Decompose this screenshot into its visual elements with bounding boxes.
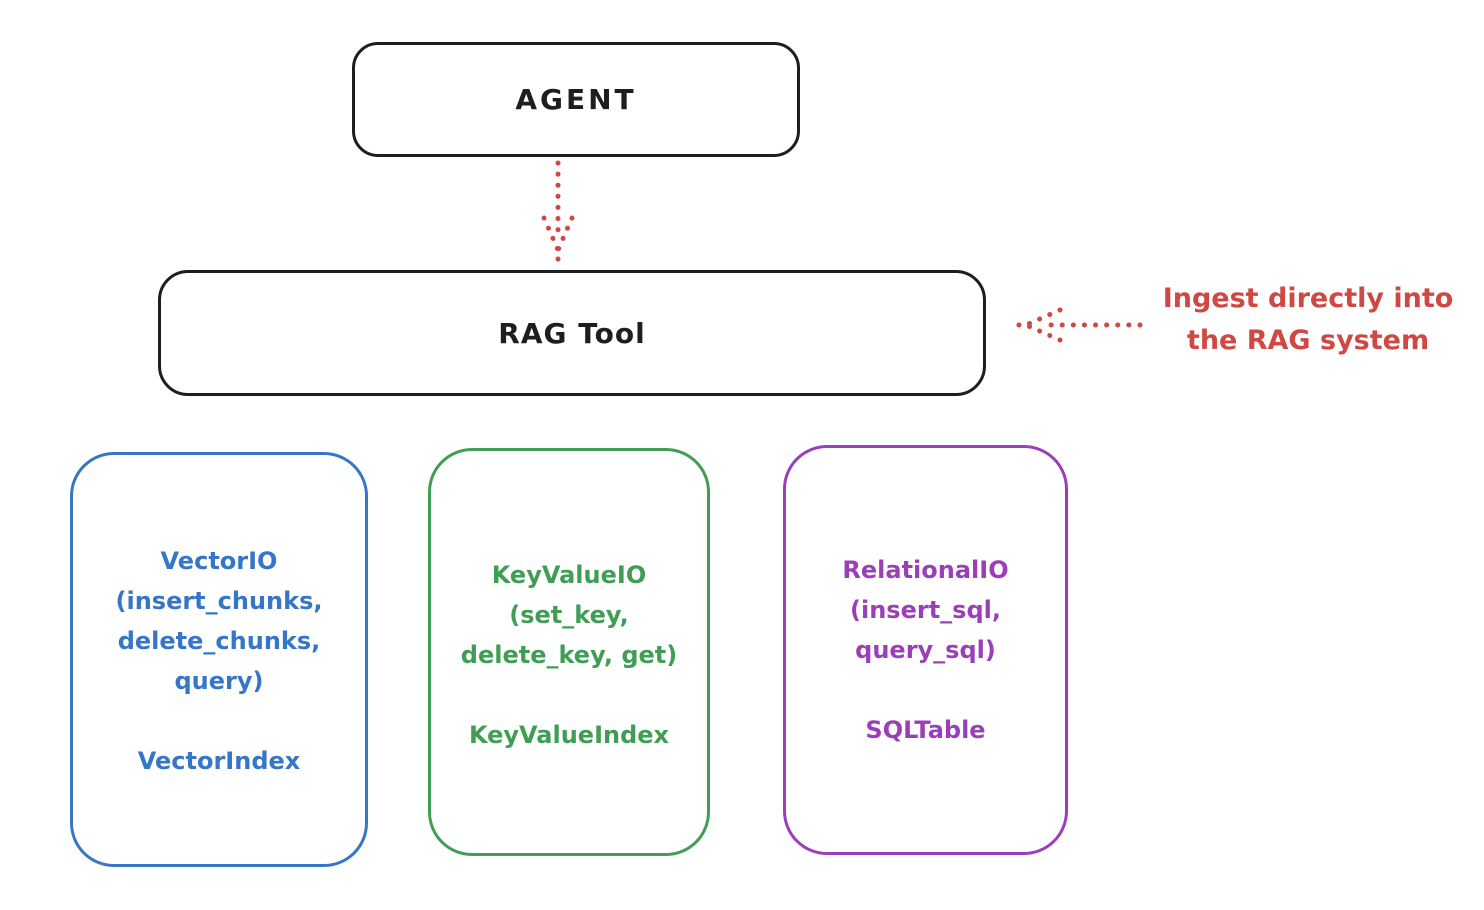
- store-index-label: VectorIndex: [137, 747, 301, 775]
- store-line: RelationalIO: [842, 556, 1009, 584]
- store-line: (set_key,: [509, 601, 629, 629]
- store-line: (insert_sql,: [850, 596, 1001, 624]
- rag-tool-node-label: RAG Tool: [498, 316, 646, 350]
- store-index-label: KeyValueIndex: [468, 721, 670, 749]
- arrow-ingest-to-rag-icon: [1015, 307, 1143, 343]
- arrow-agent-to-rag-icon: [541, 160, 575, 263]
- store-node-keyvalue-io: KeyValueIO (set_key, delete_key, get) Ke…: [428, 448, 710, 856]
- ingest-annotation-line1: Ingest directly into: [1162, 283, 1454, 314]
- store-line: query_sql): [855, 636, 996, 664]
- store-index-label: SQLTable: [865, 716, 986, 744]
- agent-node-label: AGENT: [515, 83, 637, 116]
- store-line: delete_chunks,: [117, 627, 321, 655]
- ingest-annotation-line2: the RAG system: [1186, 325, 1430, 356]
- rag-tool-node: RAG Tool: [158, 270, 986, 396]
- store-line: KeyValueIO: [491, 561, 647, 589]
- store-line: (insert_chunks,: [115, 587, 323, 615]
- store-node-relational-io: RelationalIO (insert_sql, query_sql) SQL…: [783, 445, 1068, 855]
- store-line: delete_key, get): [460, 641, 678, 669]
- agent-node: AGENT: [352, 42, 800, 157]
- store-node-vector-io: VectorIO (insert_chunks, delete_chunks, …: [70, 452, 368, 867]
- store-line: query): [174, 667, 264, 695]
- ingest-annotation: Ingest directly into the RAG system: [1140, 278, 1476, 362]
- store-line: VectorIO: [160, 547, 278, 575]
